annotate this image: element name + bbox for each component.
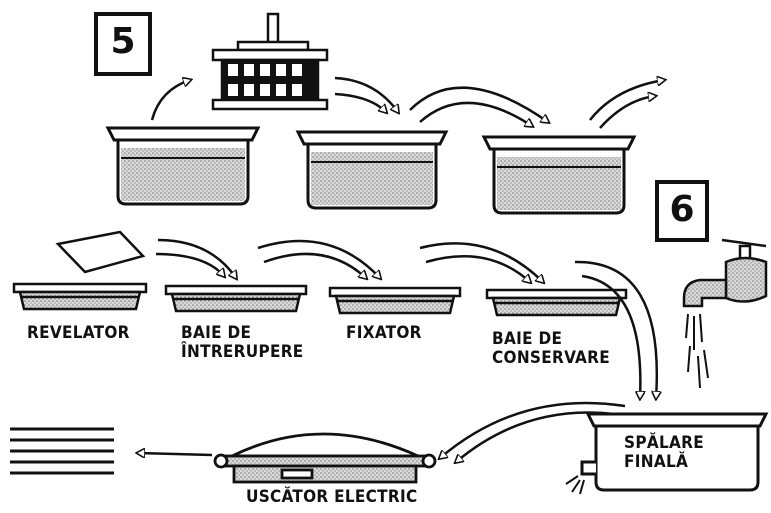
step-number-6: 6	[655, 180, 709, 242]
tank-flow-arrows	[150, 78, 664, 129]
film-tank-1	[105, 126, 261, 206]
label-developer: REVELATOR	[27, 323, 130, 343]
water-faucet-icon	[682, 238, 768, 308]
step-number-5: 5	[94, 12, 152, 76]
label-fixer: FIXATOR	[346, 323, 422, 343]
dried-prints-stack	[10, 427, 114, 475]
final-wash-tank	[580, 412, 769, 492]
wash-to-dryer-arrows	[440, 401, 626, 462]
label-preservation: BAIE DE CONSERVARE	[492, 329, 611, 368]
label-final-wash: SPĂLARE FINALĂ	[624, 433, 704, 472]
film-tank-2	[295, 130, 449, 210]
tray-flow-arrows	[155, 238, 657, 398]
film-tank-3	[481, 135, 637, 215]
tray-developer	[12, 282, 148, 311]
dryer-to-prints-arrow	[138, 453, 213, 455]
water-stream	[685, 313, 709, 389]
label-stop-bath: BAIE DE ÎNTRERUPERE	[181, 323, 304, 362]
photo-paper-sheet	[55, 230, 146, 274]
electric-dryer-icon	[213, 432, 437, 484]
tray-fixer	[328, 286, 462, 315]
tray-stop-bath	[164, 284, 308, 313]
label-electric-dryer: USCĂTOR ELECTRIC	[246, 487, 418, 507]
tray-preservation	[485, 288, 628, 317]
drain-splash	[565, 475, 585, 495]
film-reel-icon	[211, 12, 329, 111]
